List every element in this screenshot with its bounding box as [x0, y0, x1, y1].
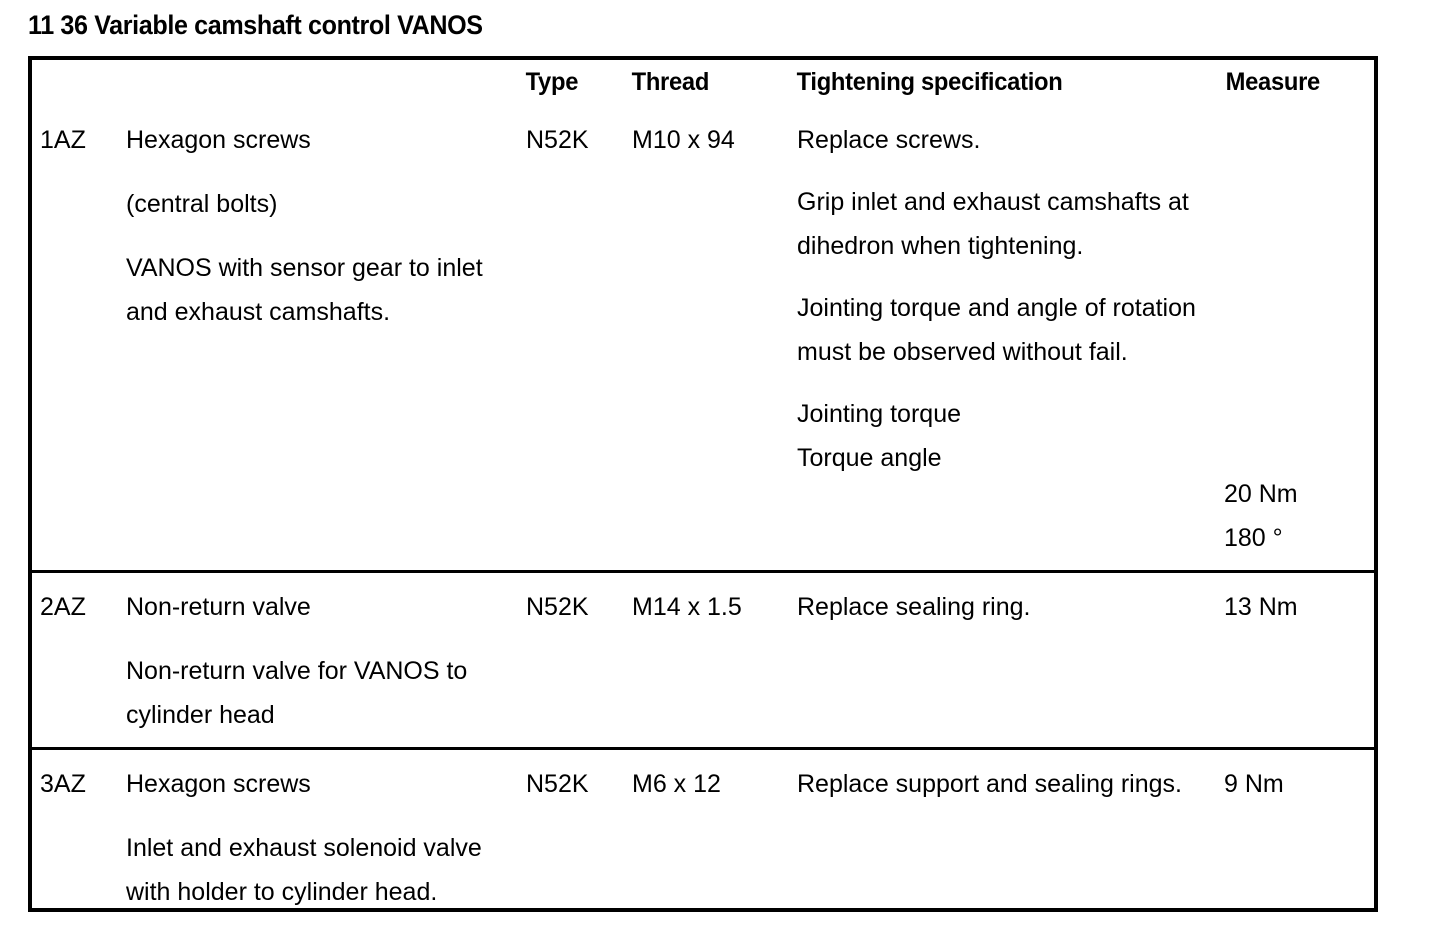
cell-type-2az: N52K: [518, 570, 624, 749]
torque-specification-table: Type Thread Tightening specification Mea…: [28, 56, 1378, 924]
cell-measure-1az: 20 Nm 180 °: [1218, 106, 1374, 572]
spec-line: Grip inlet and exhaust camshafts at dihe…: [797, 188, 1189, 260]
cell-tightening-specification-1az: Replace screws. Grip inlet and exhaust c…: [789, 106, 1218, 572]
cell-measure-3az: 9 Nm: [1218, 747, 1374, 924]
measure-value-jointing-torque: 20 Nm: [1224, 480, 1298, 508]
description-line: Hexagon screws: [126, 126, 311, 154]
thread-value: M14 x 1.5: [632, 593, 742, 621]
item-id-1az: 1AZ: [40, 126, 86, 154]
item-id-3az: 3AZ: [40, 770, 86, 798]
column-header-thread: Thread: [631, 68, 710, 96]
cell-type-1az: N52K: [518, 106, 624, 572]
cell-type-3az: N52K: [518, 747, 624, 924]
table-row: 2AZ Non-return valve Non-return valve fo…: [32, 570, 1374, 749]
cell-thread-3az: M6 x 12: [624, 747, 789, 924]
item-description-1az: Hexagon screws (central bolts) VANOS wit…: [126, 118, 512, 334]
table-row: 1AZ Hexagon screws (central bolts) VANOS…: [32, 106, 1374, 572]
cell-thread-2az: M14 x 1.5: [624, 570, 789, 749]
cell-tightening-specification-3az: Replace support and sealing rings.: [789, 747, 1218, 924]
cell-item-3az: 3AZ Hexagon screws Inlet and exhaust sol…: [32, 747, 518, 924]
thread-value: M6 x 12: [632, 770, 721, 798]
column-header-type: Type: [525, 68, 579, 96]
cell-measure-2az: 13 Nm: [1218, 570, 1374, 749]
column-header-measure: Measure: [1225, 68, 1321, 96]
spec-line: Replace screws.: [797, 126, 981, 154]
spec-line-torque-angle: Torque angle: [797, 444, 942, 472]
item-description-2az: Non-return valve Non-return valve for VA…: [126, 585, 512, 737]
type-value: N52K: [526, 126, 589, 154]
column-header-tightening-specification: Tightening specification: [796, 68, 1063, 96]
thread-value: M10 x 94: [632, 126, 735, 154]
description-line: Inlet and exhaust solenoid valve with ho…: [126, 834, 482, 906]
measure-value-torque-angle: 180 °: [1224, 524, 1283, 552]
table-header-row: Type Thread Tightening specification Mea…: [32, 60, 1374, 106]
spec-line: Replace sealing ring.: [797, 593, 1031, 621]
description-line: Non-return valve: [126, 593, 311, 621]
measure-value: 9 Nm: [1224, 770, 1284, 798]
measure-value: 13 Nm: [1224, 593, 1298, 621]
cell-tightening-specification-2az: Replace sealing ring.: [789, 570, 1218, 749]
item-description-3az: Hexagon screws Inlet and exhaust solenoi…: [126, 762, 512, 914]
description-line: (central bolts): [126, 190, 278, 218]
cell-item-2az: 2AZ Non-return valve Non-return valve fo…: [32, 570, 518, 749]
item-id-2az: 2AZ: [40, 593, 86, 621]
spec-line: Replace support and sealing rings.: [797, 770, 1182, 798]
page-title: 11 36 Variable camshaft control VANOS: [28, 10, 483, 40]
description-line: VANOS with sensor gear to inlet and exha…: [126, 254, 483, 326]
cell-thread-1az: M10 x 94: [624, 106, 789, 572]
cell-item-1az: 1AZ Hexagon screws (central bolts) VANOS…: [32, 106, 518, 572]
table-row: 3AZ Hexagon screws Inlet and exhaust sol…: [32, 747, 1374, 924]
spec-line: Jointing torque and angle of rotation mu…: [797, 294, 1196, 366]
type-value: N52K: [526, 770, 589, 798]
column-header-item: [32, 60, 518, 106]
type-value: N52K: [526, 593, 589, 621]
spec-line-jointing-torque: Jointing torque: [797, 400, 962, 428]
measure-alignment-spacer: [1224, 118, 1368, 472]
description-line: Non-return valve for VANOS to cylinder h…: [126, 657, 468, 729]
description-line: Hexagon screws: [126, 770, 311, 798]
